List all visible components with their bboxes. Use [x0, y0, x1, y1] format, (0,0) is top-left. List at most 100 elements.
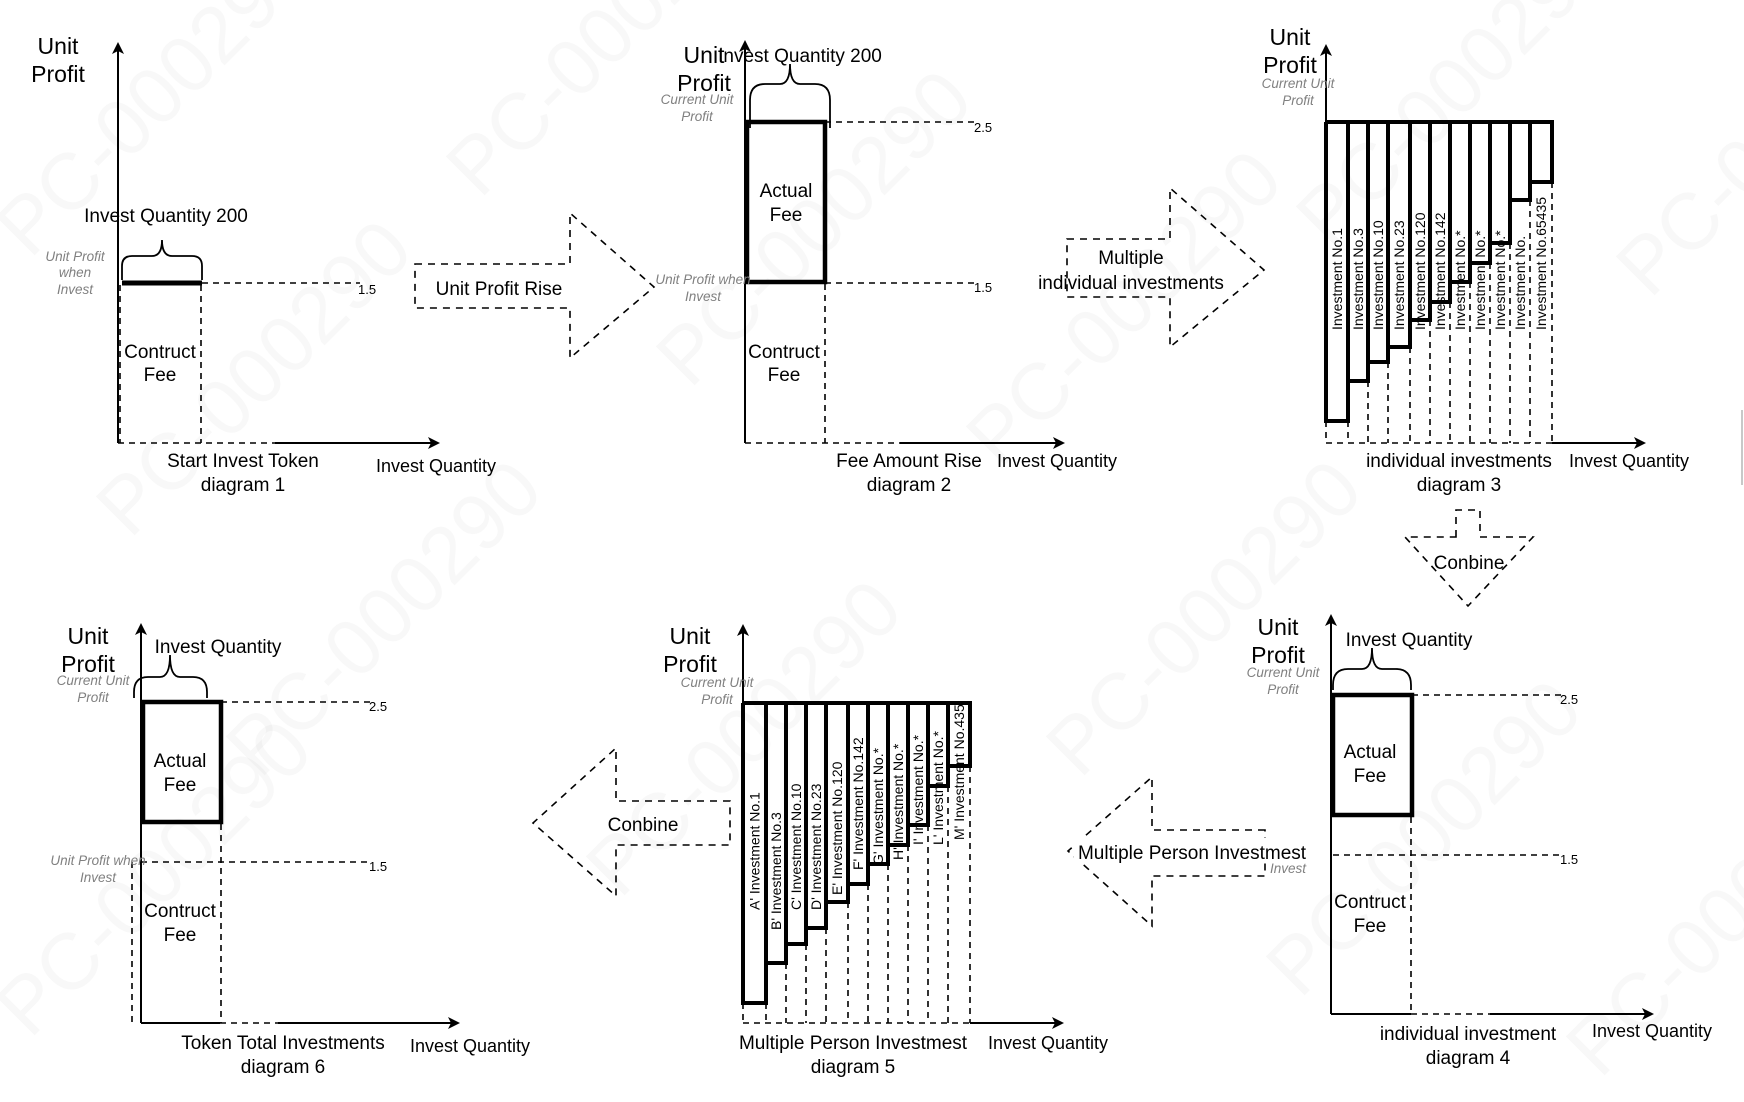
investment-bar-label: Investment No.10	[1370, 220, 1386, 330]
diagram-3: Unit Profit Current Unit Profit Investme…	[1262, 24, 1689, 496]
unit-profit-note: Unit Profit when	[50, 853, 145, 868]
current-unit-profit-note: Profit	[1282, 93, 1315, 108]
investment-bar-label: Investment No.120	[1412, 212, 1428, 330]
y-axis-label: Profit	[31, 61, 85, 87]
current-unit-profit-note: Current Unit	[1262, 76, 1336, 91]
actual-fee-label: Actual	[154, 751, 207, 772]
y-axis-label: Unit	[68, 623, 110, 649]
unit-profit-note: Unit Profit when	[655, 272, 750, 287]
actual-fee-box	[744, 119, 828, 285]
svg-text:PC-000290: PC-000290	[949, 133, 1298, 482]
y-axis-label: Profit	[663, 651, 717, 677]
contract-fee-label: Contruct	[1334, 892, 1407, 913]
investment-bar-label: Investment No.*	[1492, 230, 1508, 330]
diagram-4: Unit Profit 2.5 1.5 Invest Quantity Curr…	[1247, 614, 1712, 1069]
tick-1-5: 1.5	[358, 282, 376, 297]
y-axis-label: Unit	[1270, 24, 1312, 50]
arrow-label: Multiple	[1098, 248, 1163, 269]
investment-bar-label: B' Investment No.3	[768, 812, 784, 930]
caption: diagram 4	[1426, 1048, 1511, 1069]
investment-bar-label: Investment No.*	[1452, 230, 1468, 330]
current-unit-profit-note: Profit	[77, 690, 110, 705]
arrow-label: Conbine	[1434, 553, 1505, 574]
arrow-combine-down: Conbine	[1403, 509, 1535, 608]
investment-bar	[1488, 122, 1512, 245]
contract-fee-label: Fee	[768, 365, 801, 386]
y-axis-label: Profit	[1251, 642, 1305, 668]
y-axis-label: Unit	[684, 42, 726, 68]
brace-label: Invest Quantity	[155, 637, 282, 658]
y-axis-label: Profit	[1263, 52, 1317, 78]
current-unit-profit-note: Current Unit	[681, 675, 755, 690]
x-axis-label: Invest Quantity	[997, 451, 1117, 471]
current-unit-profit-note: Profit	[681, 109, 714, 124]
current-unit-profit-note: Current Unit	[1247, 665, 1321, 680]
contract-fee-label: Contruct	[124, 342, 197, 363]
actual-fee-label: Actual	[1344, 742, 1397, 763]
investment-bar-label: D' Investment No.23	[808, 783, 824, 910]
investment-bar-label: L' Investment No.*	[930, 731, 946, 846]
investment-bar-label: M' Investment No.435	[951, 704, 967, 840]
actual-fee-label: Fee	[770, 205, 803, 226]
caption: diagram 3	[1417, 475, 1502, 496]
contract-fee-label: Fee	[1354, 916, 1387, 937]
y-axis-label: Unit	[670, 623, 712, 649]
tick-2-5: 2.5	[369, 699, 387, 714]
brace	[121, 239, 203, 280]
tick-2-5: 2.5	[974, 120, 992, 135]
contract-fee-label: Contruct	[144, 901, 217, 922]
investment-bar-label: Investment No.3	[1350, 228, 1366, 330]
diagram-6: Unit Profit 2.5 1.5 Invest Quantity Curr…	[50, 623, 530, 1078]
y-axis-label: Profit	[61, 651, 115, 677]
y-axis-label: Unit	[1258, 614, 1300, 640]
investment-bar-label: Investment No.142	[1432, 212, 1448, 330]
actual-fee-box	[140, 699, 224, 825]
current-unit-profit-note: Profit	[1267, 682, 1300, 697]
contract-fee-label: Contruct	[748, 342, 821, 363]
arrow-multiple-individual: Multiple individual investments	[1038, 186, 1266, 349]
y-axis-label: Profit	[677, 70, 731, 96]
tick-1-5: 1.5	[974, 280, 992, 295]
caption: diagram 6	[241, 1057, 326, 1078]
actual-fee-label: Actual	[760, 181, 813, 202]
arrow-label: Unit Profit Rise	[436, 279, 563, 300]
caption: Start Invest Token	[167, 451, 319, 472]
investment-bar-label: A' Investment No.1	[747, 792, 763, 910]
arrow-combine-left: Conbine	[531, 746, 731, 898]
unit-profit-note: Invest	[1270, 861, 1307, 876]
contract-fee-label: Fee	[164, 925, 197, 946]
arrow-label: Conbine	[608, 815, 679, 836]
caption: diagram 2	[867, 475, 952, 496]
brace-label: Invest Quantity 200	[718, 46, 882, 67]
svg-text:PC-000290: PC-000290	[1249, 663, 1598, 1012]
investment-bar	[946, 703, 972, 768]
investment-bar-label: C' Investment No.10	[788, 783, 804, 910]
investment-bar	[1508, 122, 1532, 202]
tick-1-5: 1.5	[369, 859, 387, 874]
unit-profit-note: Invest	[80, 870, 117, 885]
y-axis-label: Unit	[38, 33, 80, 59]
caption: diagram 1	[201, 475, 286, 496]
brace-label: Invest Quantity	[1346, 630, 1473, 651]
caption: individual investment	[1380, 1024, 1557, 1045]
diagram-2: Unit Profit 2.5 1.5 Invest Quantity 200 …	[655, 40, 1117, 496]
unit-profit-note: Unit Profit	[45, 249, 106, 264]
tick-1-5: 1.5	[1560, 852, 1578, 867]
brace-label: Invest Quantity 200	[84, 206, 248, 227]
caption: diagram 5	[811, 1057, 896, 1078]
caption: Fee Amount Rise	[836, 451, 982, 472]
actual-fee-label: Fee	[1354, 766, 1387, 787]
investment-bar-label: E' Investment No.120	[829, 761, 845, 895]
arrow-unit-profit-rise: Unit Profit Rise	[414, 211, 656, 360]
investment-bar-label: Investment No.23	[1391, 220, 1407, 330]
unit-profit-note: when	[59, 265, 91, 280]
investment-bar-label: Investment No.1	[1329, 228, 1345, 330]
current-unit-profit-note: Current Unit	[661, 92, 735, 107]
investment-bar-label: F' Investment No.142	[850, 737, 866, 870]
tick-2-5: 2.5	[1560, 692, 1578, 707]
caption: Token Total Investments	[181, 1033, 384, 1054]
brace	[133, 654, 208, 698]
caption: individual investments	[1366, 451, 1552, 472]
svg-text:PC-000290: PC-000290	[1279, 0, 1628, 262]
